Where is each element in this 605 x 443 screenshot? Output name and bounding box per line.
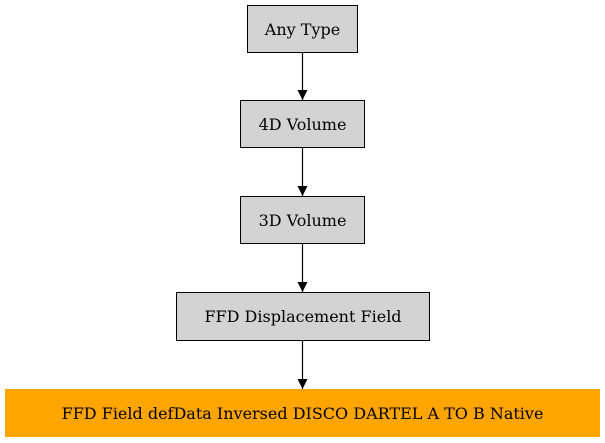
node-ffd-field-defdata: FFD Field defData Inversed DISCO DARTEL …: [5, 389, 600, 437]
node-4d-volume: 4D Volume: [240, 100, 365, 148]
node-ffd-displacement-field: FFD Displacement Field: [176, 292, 430, 341]
node-3d-volume: 3D Volume: [240, 196, 365, 244]
node-any-type: Any Type: [247, 5, 358, 53]
